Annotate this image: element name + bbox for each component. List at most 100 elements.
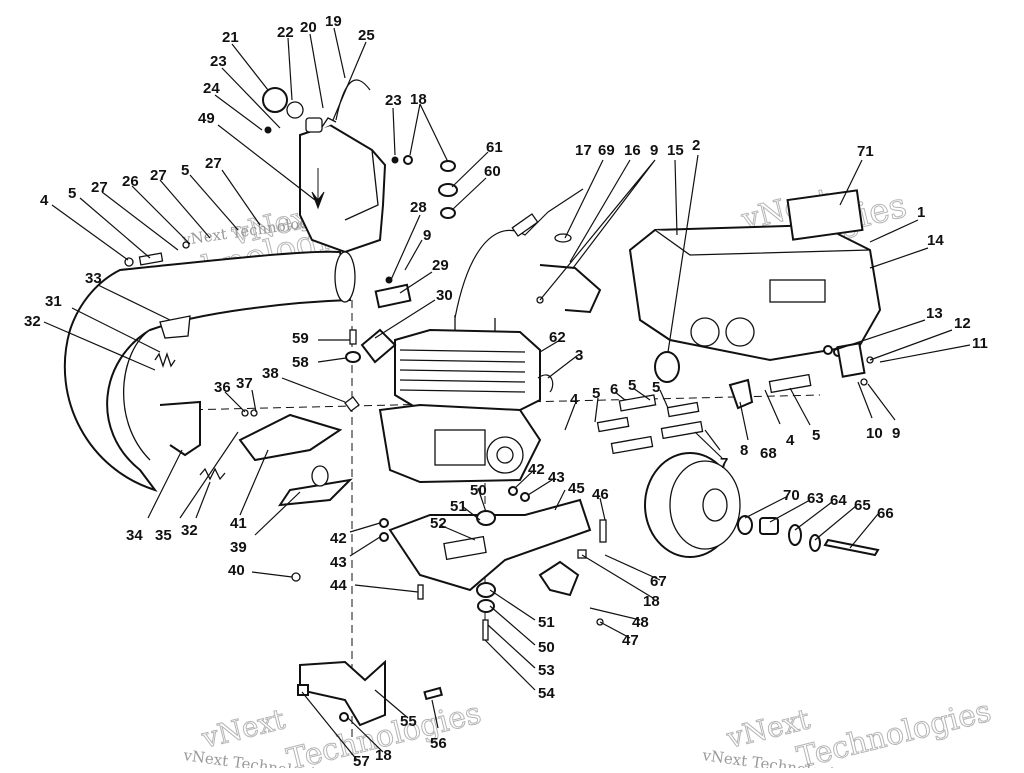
callout-40[interactable]: 40 [228,562,245,579]
callout-69[interactable]: 69 [598,142,615,159]
callout-30[interactable]: 30 [436,287,453,304]
callout-50[interactable]: 50 [470,482,487,499]
callout-68[interactable]: 68 [760,445,777,462]
callout-66[interactable]: 66 [877,505,894,522]
engine-block[interactable] [378,315,542,484]
callout-10[interactable]: 10 [866,425,883,442]
callout-67[interactable]: 67 [650,573,667,590]
callout-45[interactable]: 45 [568,480,585,497]
callout-9[interactable]: 9 [650,142,658,159]
callout-5[interactable]: 5 [652,379,660,396]
callout-5[interactable]: 5 [181,162,189,179]
callout-55[interactable]: 55 [400,713,417,730]
callout-32[interactable]: 32 [24,313,41,330]
starter-handle[interactable] [360,328,397,364]
callout-33[interactable]: 33 [85,270,102,287]
fuel-line-parts[interactable] [596,373,812,455]
mount-plate-39[interactable] [277,478,353,507]
callout-11[interactable]: 11 [972,335,988,352]
spring-part[interactable] [199,467,226,481]
callout-65[interactable]: 65 [854,497,871,514]
callout-32[interactable]: 32 [181,522,198,539]
engine-mount-plate[interactable] [388,498,592,592]
drive-clutch[interactable] [644,452,741,558]
callout-20[interactable]: 20 [300,19,317,36]
callout-27[interactable]: 27 [150,167,167,184]
callout-35[interactable]: 35 [155,527,172,544]
callout-27[interactable]: 27 [205,155,222,172]
callout-4[interactable]: 4 [570,391,579,408]
callout-43[interactable]: 43 [330,554,347,571]
callout-54[interactable]: 54 [538,685,555,702]
callout-22[interactable]: 22 [277,24,294,41]
callout-17[interactable]: 17 [575,142,592,159]
callout-9[interactable]: 9 [892,425,900,442]
callout-49[interactable]: 49 [198,110,215,127]
callout-4[interactable]: 4 [786,432,795,449]
callout-7[interactable]: 7 [720,455,728,472]
callout-59[interactable]: 59 [292,330,309,347]
callout-8[interactable]: 8 [740,442,748,459]
callout-23[interactable]: 23 [385,92,402,109]
nut-70[interactable] [737,515,753,535]
callout-58[interactable]: 58 [292,354,309,371]
shroud-cover-71[interactable] [786,189,864,241]
callout-27[interactable]: 27 [91,179,108,196]
callout-52[interactable]: 52 [430,515,447,532]
callout-53[interactable]: 53 [538,662,555,679]
callout-25[interactable]: 25 [358,27,375,44]
callout-16[interactable]: 16 [624,142,641,159]
gas-cap-part[interactable] [262,87,288,113]
callout-46[interactable]: 46 [592,486,609,503]
callout-2[interactable]: 2 [692,137,700,154]
callout-62[interactable]: 62 [549,329,566,346]
callout-63[interactable]: 63 [807,490,824,507]
callout-26[interactable]: 26 [122,173,139,190]
bracket-48[interactable] [538,560,580,597]
callout-4[interactable]: 4 [40,192,49,209]
fuel-tank[interactable] [299,79,387,254]
callout-23[interactable]: 23 [210,53,227,70]
mount-51[interactable] [476,582,496,598]
callout-1[interactable]: 1 [917,204,925,221]
fuel-valve-68[interactable] [728,378,754,410]
mount-50[interactable] [476,510,496,526]
callout-34[interactable]: 34 [126,527,143,544]
callout-12[interactable]: 12 [954,315,971,332]
callout-19[interactable]: 19 [325,13,342,30]
bolt-66[interactable] [823,538,880,557]
callout-70[interactable]: 70 [783,487,800,504]
throttle-cable[interactable] [454,211,549,319]
callout-57[interactable]: 57 [353,753,370,770]
callout-18[interactable]: 18 [410,91,427,108]
engine-shroud[interactable] [628,189,882,362]
callout-5[interactable]: 5 [628,377,636,394]
callout-56[interactable]: 56 [430,735,447,752]
hardware[interactable] [124,126,874,722]
callout-3[interactable]: 3 [575,347,583,364]
washer-65[interactable] [809,534,821,552]
callout-48[interactable]: 48 [632,614,649,631]
callout-29[interactable]: 29 [432,257,449,274]
callout-5[interactable]: 5 [592,385,600,402]
callout-51[interactable]: 51 [450,498,467,515]
spacer-63[interactable] [759,517,779,535]
callout-5[interactable]: 5 [68,185,76,202]
pulley-part[interactable] [654,351,680,383]
callout-39[interactable]: 39 [230,539,247,556]
callout-6[interactable]: 6 [610,381,618,398]
callout-61[interactable]: 61 [486,139,503,156]
callout-50[interactable]: 50 [538,639,555,656]
callout-31[interactable]: 31 [45,293,62,310]
callout-14[interactable]: 14 [927,232,944,249]
callout-36[interactable]: 36 [214,379,231,396]
throttle-bracket[interactable] [539,264,602,314]
lower-bracket[interactable] [299,659,386,727]
callout-5[interactable]: 5 [812,427,820,444]
callout-42[interactable]: 42 [330,530,347,547]
callout-47[interactable]: 47 [622,632,639,649]
callout-44[interactable]: 44 [330,577,347,594]
callout-9[interactable]: 9 [423,227,431,244]
callout-37[interactable]: 37 [236,375,253,392]
callout-51[interactable]: 51 [538,614,555,631]
